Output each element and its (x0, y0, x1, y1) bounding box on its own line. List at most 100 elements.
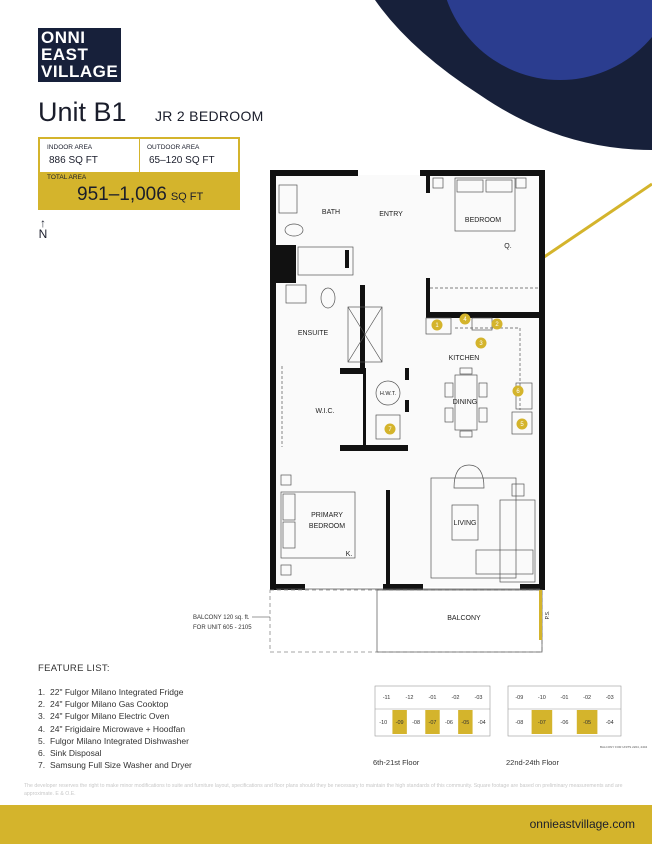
room-label-balcony: BALCONY (447, 615, 481, 622)
disclaimer: The developer reserves the right to make… (24, 783, 623, 797)
key-plan-highlighted-unit (392, 710, 407, 734)
unit-type: JR 2 BEDROOM (155, 108, 264, 124)
living-rug (430, 477, 517, 579)
area-summary: INDOOR AREA 886 SQ FT OUTDOOR AREA 65–12… (38, 137, 240, 210)
room-label-entry: ENTRY (379, 211, 403, 218)
balcony-note: BALCONY 120 sq. ft. FOR UNIT 605 - 2105 (193, 615, 270, 631)
key-plan: -09-10-01-02-03-08-07-06-05-0422nd-24th … (506, 685, 647, 767)
room-label-primary: PRIMARY (311, 512, 343, 519)
key-plan-highlighted-unit (531, 710, 553, 734)
feature-text: 24" Frigidaire Microwave + Hoodfan (50, 723, 186, 734)
room-label-wic: W.I.C. (315, 408, 334, 415)
queen-bed (454, 177, 516, 232)
total-area-label: TOTAL AREA (47, 174, 87, 181)
outdoor-area-value: 65–120 SQ FT (149, 155, 215, 166)
key-plan-unit: -01 (429, 695, 437, 701)
feature-text: 22" Fulgor Milano Integrated Fridge (50, 687, 184, 697)
marker-1: 1 (435, 323, 439, 329)
king-bed (280, 491, 356, 559)
key-plan-unit: -02 (583, 695, 591, 701)
key-plan-unit: -08 (412, 720, 420, 726)
feature-list: FEATURE LIST: 1. 22" Fulgor Milano Integr… (38, 663, 192, 771)
feature-item: 4. 24" Frigidaire Microwave + Hoodfan (38, 723, 192, 735)
key-plan-unit: -08 (515, 720, 523, 726)
total-area-unit: SQ FT (170, 191, 204, 203)
total-area-number: 951–1,006 (77, 184, 167, 205)
key-plan-unit: -10 (379, 720, 387, 726)
website-link[interactable]: onnieastvillage.com (529, 817, 635, 831)
feature-number: 1. (38, 687, 46, 697)
onni-east-village-logo: ONNI EAST VILLAGE (38, 28, 122, 82)
fridge (425, 317, 452, 335)
key-plan-unit: -07 (538, 720, 546, 726)
key-plan-unit: -09 (515, 695, 523, 701)
indoor-area: INDOOR AREA 886 SQ FT (40, 139, 140, 172)
north-label: N (38, 227, 48, 241)
key-plan-highlighted-unit (425, 710, 440, 734)
indoor-area-label: INDOOR AREA (47, 144, 93, 151)
feature-number: 4. (38, 723, 46, 734)
key-plan-unit: -11 (383, 695, 391, 701)
key-plan-highlighted-unit (576, 710, 598, 734)
feature-number: 7. (38, 760, 46, 771)
balcony-note-line-2: FOR UNIT 605 - 2105 (193, 625, 252, 631)
key-plan-unit: -05 (461, 720, 469, 726)
north-arrow-icon: ↑ (40, 216, 46, 230)
marker-4: 4 (463, 317, 467, 323)
marker-3: 3 (479, 341, 483, 347)
feature-list-title: FEATURE LIST: (38, 663, 110, 674)
room-label-bedroom: BEDROOM (465, 217, 501, 224)
marker-6: 6 (516, 389, 520, 395)
interior-floor (276, 175, 540, 587)
feature-number: 2. (38, 699, 46, 710)
room-label-living: LIVING (454, 520, 477, 527)
key-plan-outline (507, 685, 622, 737)
ensuite-toilet (320, 287, 336, 309)
hot-water-tank (375, 380, 401, 406)
walls (270, 170, 545, 590)
balcony-note-line-1: BALCONY 120 sq. ft. (193, 615, 250, 621)
feature-item: 2. 24" Fulgor Milano Gas Cooktop (38, 698, 192, 710)
fixtures (276, 177, 540, 590)
bath-vanity (278, 184, 298, 214)
feature-text: Fulgor Milano Integrated Dishwasher (50, 735, 189, 746)
room-label-ps: P.S. (545, 611, 551, 620)
key-plan-highlighted-unit (458, 710, 473, 734)
marker-7: 7 (388, 427, 392, 433)
room-label-ensuite: ENSUITE (298, 330, 329, 337)
armchair (453, 464, 485, 489)
feature-text: 24" Fulgor Milano Gas Cooktop (50, 699, 169, 710)
key-plan-unit: -01 (561, 695, 569, 701)
shower (347, 306, 383, 363)
logo-line: ONNI (41, 28, 86, 47)
feature-item: 6. Sink Disposal (38, 747, 192, 759)
bath-toilet (284, 223, 304, 237)
dishwasher (511, 411, 533, 435)
key-plan-label: 6th-21st Floor (373, 758, 420, 767)
feature-text: 24" Fulgor Milano Electric Oven (50, 711, 170, 722)
key-plan-unit: -12 (406, 695, 414, 701)
feature-number: 6. (38, 747, 46, 758)
logo-line: VILLAGE (41, 62, 119, 81)
feature-text: Sink Disposal (50, 747, 102, 758)
feature-text: Samsung Full Size Washer and Dryer (50, 760, 192, 771)
key-plans: -11-12-01-02-03-10-09-08-07-06-05-046th-… (373, 685, 647, 767)
outdoor-area-label: OUTDOOR AREA (147, 144, 200, 151)
balcony (269, 589, 543, 653)
ensuite-sink (285, 284, 307, 304)
dining-table (454, 374, 478, 431)
feature-number: 5. (38, 735, 46, 746)
feature-item: 1. 22" Fulgor Milano Integrated Fridge (38, 686, 192, 698)
key-plan-unit: -04 (478, 720, 486, 726)
washer-dryer (375, 414, 401, 440)
bed-size-queen: Q. (504, 243, 511, 250)
logo-line: EAST (41, 45, 89, 64)
key-plan-unit: -03 (475, 695, 483, 701)
feature-markers: 1 2 3 4 5 6 7 (384, 313, 528, 435)
bathtub (297, 246, 354, 276)
key-plan-note: BALCONY FOR UNITS 2204, 2404 (600, 745, 647, 749)
footer-bar: onnieastvillage.com (0, 805, 652, 844)
